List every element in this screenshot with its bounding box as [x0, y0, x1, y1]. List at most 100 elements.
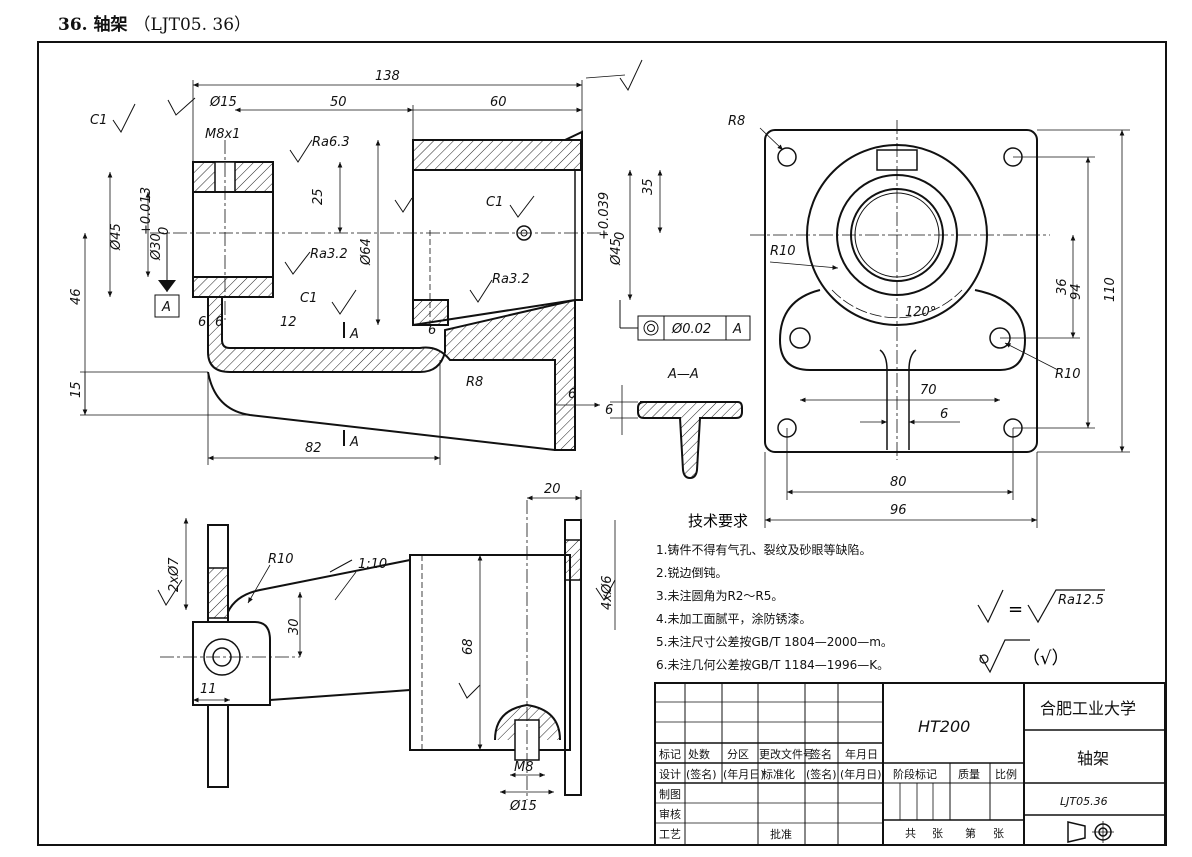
projection-symbol-icon: [1067, 821, 1114, 843]
section-aa-title: A—A: [667, 367, 699, 382]
tech-item-2: 2.锐边倒钝。: [656, 566, 727, 580]
dim-phi15: Ø15: [209, 95, 237, 110]
title-part-name: 轴架: [1077, 749, 1109, 768]
section-aa-thickness: 6: [605, 403, 613, 418]
dim-phi45b: Ø45: [609, 238, 624, 266]
title-drawing-no: LJT05.36: [1060, 795, 1108, 808]
dim-70: 70: [920, 383, 937, 398]
dim-r10-a: R10: [770, 244, 796, 259]
tb-row1-4: 签名: [810, 747, 832, 761]
roughness-symbols: [112, 59, 643, 699]
tb-row1-3: 更改文件号: [759, 747, 814, 761]
tb-row1-1: 处数: [688, 748, 710, 761]
section-mark-a-bottom: A: [349, 435, 359, 450]
section-aa-profile: [637, 401, 743, 480]
tb-role-drafting: 制图: [659, 788, 681, 801]
section-mark-a-top: A: [349, 327, 359, 342]
tech-item-6: 6.未注几何公差按GB/T 1184—1996—K。: [656, 657, 889, 672]
tb-mass: 质量: [958, 768, 980, 781]
datum-box: [154, 294, 180, 318]
dim-11: 11: [200, 682, 217, 697]
tech-item-3: 3.未注圆角为R2～R5。: [656, 588, 783, 603]
dim-2x-phi7: 2xØ7: [167, 557, 182, 592]
roughness-ra125: Ra12.5: [1058, 593, 1104, 608]
dim-50: 50: [330, 95, 347, 110]
tb-stage: 阶段标记: [893, 767, 937, 781]
tb-row2-2: (年月日): [723, 767, 765, 781]
dim-94: 94: [1069, 283, 1084, 300]
top-view: [160, 500, 582, 800]
dim-phi64: Ø64: [359, 238, 374, 266]
side-view: [750, 120, 1050, 460]
chamfer-c1-c: C1: [486, 195, 503, 210]
roughness-ra63: Ra6.3: [312, 135, 350, 150]
tb-row2-3: 标准化: [762, 767, 795, 781]
dim-138: 138: [375, 69, 400, 84]
page-title: 36. 轴架（LJT05. 36）: [58, 15, 252, 35]
front-section-view: [150, 130, 610, 451]
chamfer-c1-b: C1: [300, 291, 317, 306]
tb-sheet-unit: 张: [993, 827, 1004, 840]
front-dimensions: [80, 74, 663, 465]
datum-label: A: [161, 300, 171, 315]
dim-12: 12: [280, 315, 297, 330]
dim-6-e: 6: [940, 407, 948, 422]
dim-120-deg: 120°: [905, 305, 936, 320]
dim-6-c: 6: [428, 323, 436, 338]
dim-6-d: 6: [568, 387, 576, 402]
tb-row2-0: 设计: [659, 768, 681, 781]
dim-phi45: Ø45: [109, 223, 124, 251]
geometric-tolerance-frame: [619, 300, 751, 341]
dim-6-a: 6: [198, 315, 206, 330]
tb-row2-1: (签名): [686, 767, 717, 781]
dim-6-b: 6: [215, 315, 223, 330]
dim-phi30-tol: +0.013: [139, 187, 154, 235]
title-block: [654, 682, 1166, 846]
general-roughness: [977, 589, 1105, 674]
dim-30: 30: [287, 618, 302, 635]
tb-row1-5: 年月日: [845, 747, 878, 761]
tb-row2-5: (年月日): [840, 767, 882, 781]
dim-phi15-b: Ø15: [509, 799, 537, 814]
dim-r8-a: R8: [466, 375, 483, 390]
tb-total-unit: 张: [932, 827, 943, 840]
dim-phi30-tol0: 0: [157, 227, 172, 235]
tb-row2-4: (签名): [806, 767, 837, 781]
tb-row1-2: 分区: [727, 748, 749, 761]
title-school: 合肥工业大学: [1040, 699, 1136, 718]
dim-36: 36: [1055, 278, 1070, 295]
tb-scale: 比例: [995, 767, 1017, 781]
tech-item-1: 1.铸件不得有气孔、裂纹及砂眼等缺陷。: [656, 542, 871, 557]
dim-96: 96: [890, 503, 907, 518]
tech-item-4: 4.未加工面腻平，涂防锈漆。: [656, 611, 811, 626]
drawing-border: [37, 41, 1167, 846]
dim-20: 20: [544, 482, 561, 497]
dim-82: 82: [305, 441, 322, 456]
tb-role-review: 审核: [659, 807, 681, 821]
dim-m8: M8: [514, 760, 534, 775]
tolerance-value: Ø0.02: [671, 322, 711, 337]
dim-60: 60: [490, 95, 507, 110]
tb-row1-0: 标记: [659, 747, 681, 761]
dim-phi30: Ø30: [149, 233, 164, 261]
tech-item-5: 5.未注尺寸公差按GB/T 1804—2000—m。: [656, 634, 893, 649]
dim-25: 25: [311, 188, 326, 205]
roughness-ra32-b: Ra3.2: [492, 272, 530, 287]
dim-m8x1: M8x1: [205, 127, 240, 142]
tb-total: 共: [905, 827, 916, 840]
roughness-paren: （√）: [1022, 648, 1069, 669]
dim-phi45b-tol0: 0: [613, 232, 628, 240]
tech-title: 技术要求: [688, 512, 748, 530]
dim-80: 80: [890, 475, 907, 490]
tb-approve: 批准: [770, 827, 792, 841]
dim-35: 35: [641, 178, 656, 195]
dim-r8-b: R8: [728, 114, 745, 129]
roughness-ra32-a: Ra3.2: [310, 247, 348, 262]
title-material: HT200: [918, 717, 970, 736]
dim-phi45b-tol: +0.039: [597, 192, 612, 240]
dim-110: 110: [1103, 277, 1118, 302]
tb-sheet: 第: [965, 826, 976, 840]
dim-68: 68: [461, 638, 476, 655]
chamfer-c1-a: C1: [90, 113, 107, 128]
